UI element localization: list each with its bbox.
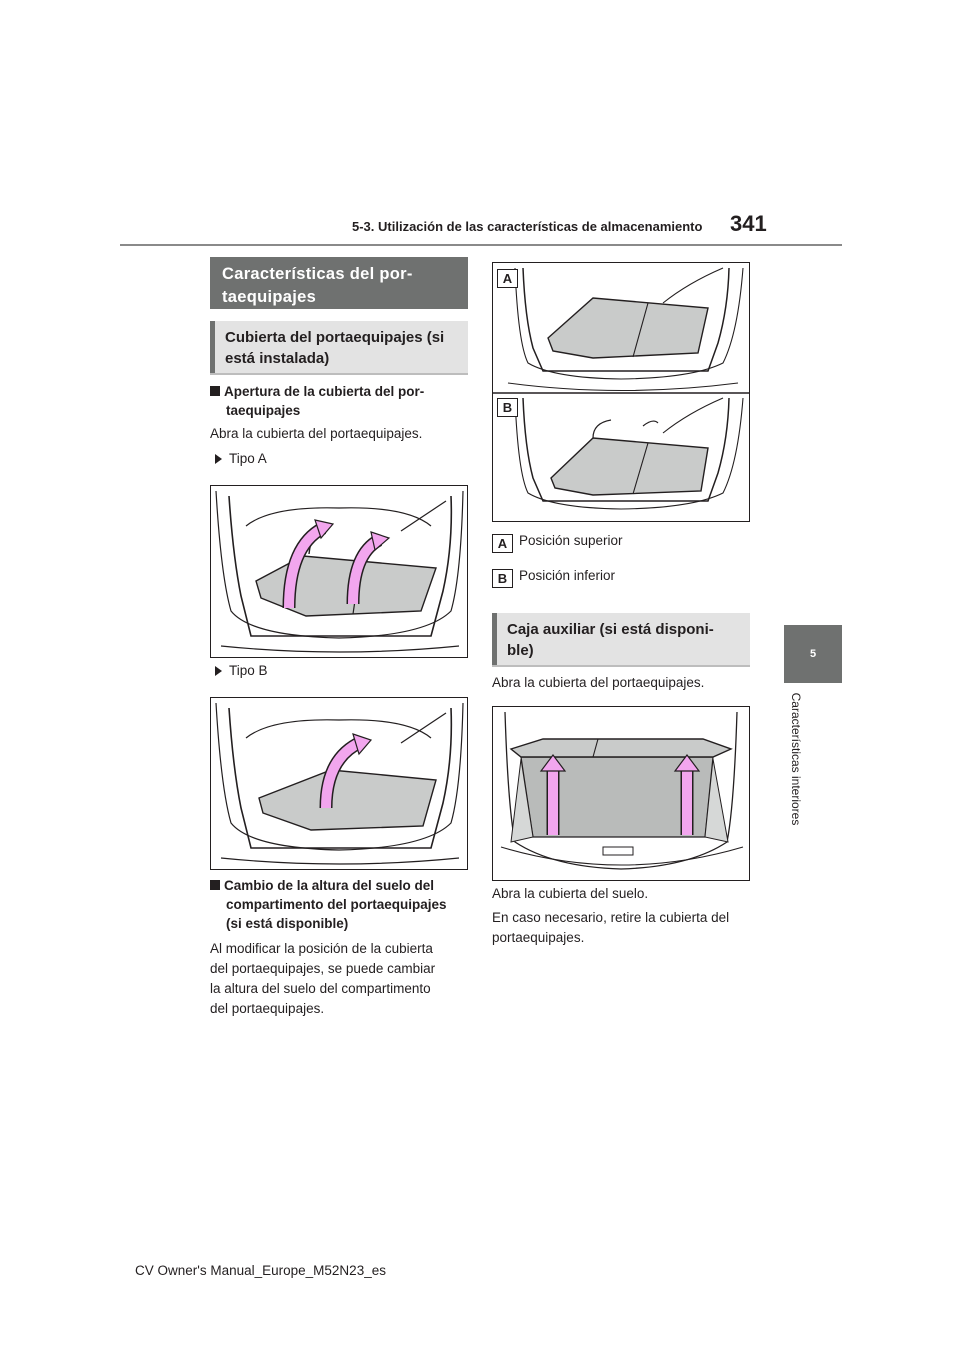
bullet-type-a: Tipo A: [215, 451, 267, 466]
figure-type-a: [210, 485, 468, 658]
subsection-title-auxbox: Caja auxiliar (si está disponi- ble): [492, 613, 750, 667]
figure-type-b: [210, 697, 468, 870]
triangle-bullet-icon: [215, 666, 222, 676]
subsection-title-line1: Cubierta del portaequipajes (si: [225, 329, 445, 346]
section-title: Características del por- taequipajes: [210, 257, 468, 309]
square-bullet-icon: [210, 386, 220, 396]
chapter-number: 5: [809, 648, 817, 660]
section-header: 5-3. Utilización de las características …: [352, 219, 703, 234]
header-rule: [120, 244, 842, 246]
figure-auxbox: [492, 706, 750, 881]
triangle-bullet-icon: [215, 454, 222, 464]
para-text-opening: Abra la cubierta del portaequipajes.: [210, 426, 423, 441]
para-text-height: Al modificar la posición de la cubierta …: [210, 941, 436, 1016]
page-number: 341: [730, 211, 767, 236]
subsection-title-cover: Cubierta del portaequipajes (si está ins…: [210, 321, 468, 375]
auxbox-text-2: Abra la cubierta del suelo.: [492, 886, 649, 901]
figure-positions: A B: [492, 262, 750, 522]
bullet-type-b: Tipo B: [215, 663, 268, 678]
chapter-tab[interactable]: 5: [784, 625, 842, 683]
para-head-height: Cambio de la altura del suelo del compar…: [210, 876, 470, 933]
legend-letter-a: A: [492, 534, 513, 553]
figure-label-b: B: [497, 398, 518, 417]
auxbox-text-3: En caso necesario, retire la cubierta de…: [492, 910, 730, 945]
para-head-opening: Apertura de la cubierta del por- taequip…: [210, 382, 470, 420]
section-title-line1: Características del por-: [222, 265, 413, 283]
square-bullet-icon: [210, 880, 220, 890]
figure-label-a: A: [497, 269, 518, 288]
subsection-title-line2: está instalada): [225, 350, 330, 367]
chapter-label: Características interiores: [789, 692, 803, 826]
legend-letter-b: B: [492, 569, 513, 588]
section-title-line2: taequipajes: [222, 288, 317, 306]
footer-text: CV Owner's Manual_Europe_M52N23_es: [135, 1263, 386, 1278]
auxbox-text-1: Abra la cubierta del portaequipajes.: [492, 675, 705, 690]
